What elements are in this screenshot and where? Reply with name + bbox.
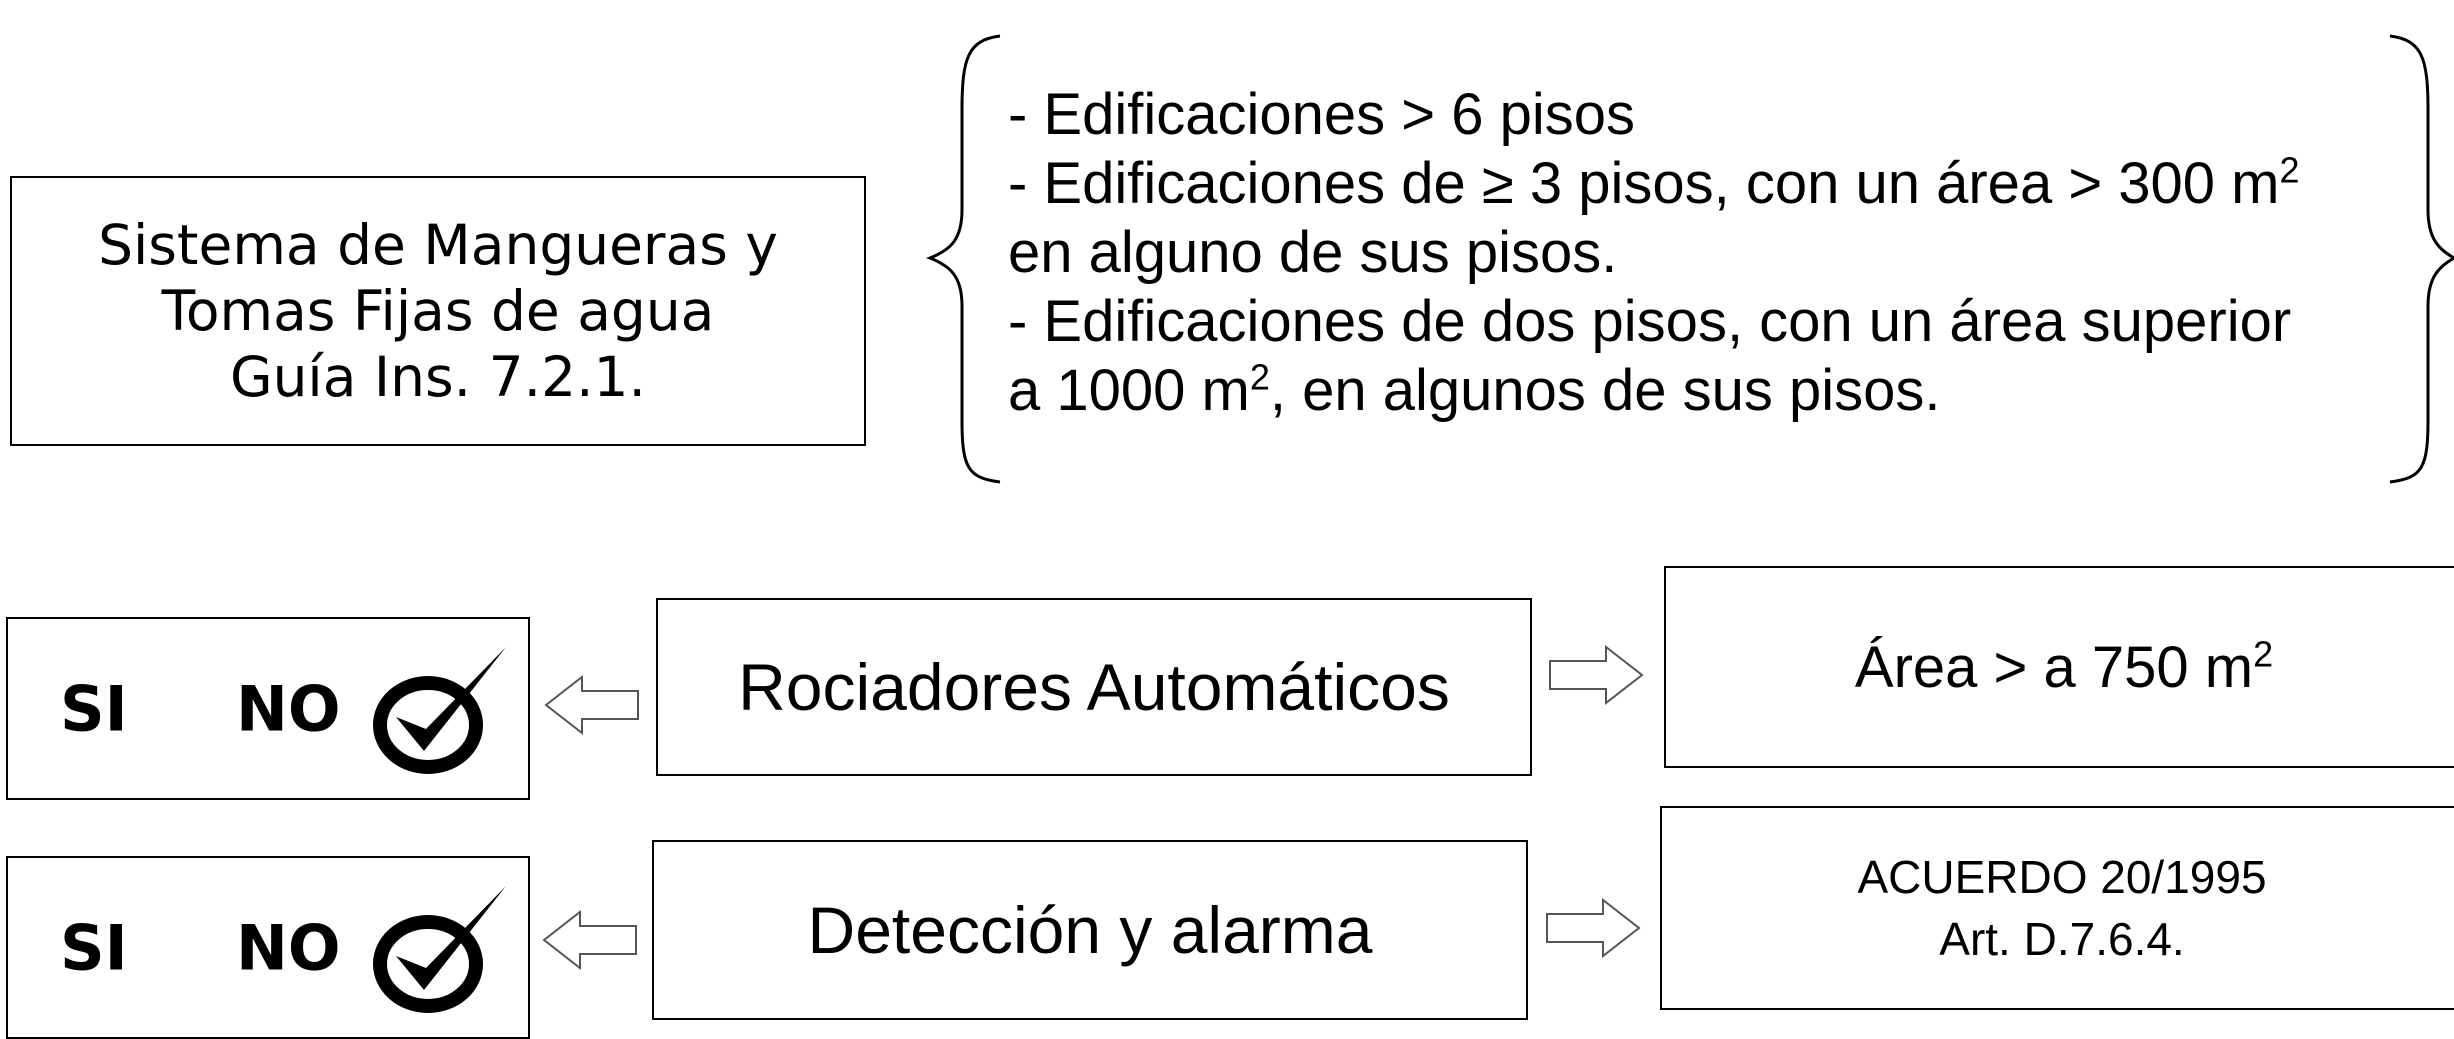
- criteria-item: - Edificaciones > 6 pisos: [1008, 82, 1636, 147]
- check-mark-icon: [373, 886, 506, 1013]
- reference-line: Art. D.7.6.4.: [1939, 913, 2185, 965]
- yes-option[interactable]: SI: [60, 672, 128, 745]
- arrow-left-icon: [542, 910, 637, 970]
- condition-box: Área > a 750 m2: [1664, 566, 2454, 768]
- reference-box: ACUERDO 20/1995 Art. D.7.6.4.: [1660, 806, 2454, 1010]
- no-option[interactable]: NO: [236, 672, 341, 745]
- yes-no-selector[interactable]: SI NO: [6, 617, 530, 800]
- criteria-item: a 1000 m2, en algunos de sus pisos.: [1008, 356, 1941, 423]
- arrow-right-icon: [1546, 898, 1641, 958]
- arrow-left-icon: [544, 675, 639, 735]
- system-box: Detección y alarma: [652, 840, 1528, 1020]
- system-title-line: Tomas Fijas de agua: [161, 279, 715, 343]
- yes-option[interactable]: SI: [60, 911, 128, 984]
- criteria-item: - Edificaciones de dos pisos, con un áre…: [1008, 289, 2292, 354]
- arrow-right-icon: [1549, 645, 1644, 705]
- system-title-line: Sistema de Mangueras y: [98, 213, 778, 277]
- condition-text: Área > a 750 m2: [1854, 633, 2274, 700]
- system-title-box: Sistema de Mangueras y Tomas Fijas de ag…: [10, 176, 866, 446]
- system-title-line: Guía Ins. 7.2.1.: [229, 345, 647, 409]
- criteria-item: - Edificaciones de ≥ 3 pisos, con un áre…: [1008, 149, 2300, 216]
- system-label: Detección y alarma: [807, 893, 1373, 967]
- yes-no-selector[interactable]: SI NO: [6, 856, 530, 1039]
- criteria-list: - Edificaciones > 6 pisos - Edificacione…: [1008, 80, 2408, 425]
- no-option[interactable]: NO: [236, 911, 341, 984]
- reference-line: ACUERDO 20/1995: [1857, 851, 2267, 903]
- system-label: Rociadores Automáticos: [738, 650, 1450, 724]
- system-box: Rociadores Automáticos: [656, 598, 1532, 776]
- criteria-item: en alguno de sus pisos.: [1008, 220, 1618, 285]
- check-mark-icon: [373, 647, 506, 774]
